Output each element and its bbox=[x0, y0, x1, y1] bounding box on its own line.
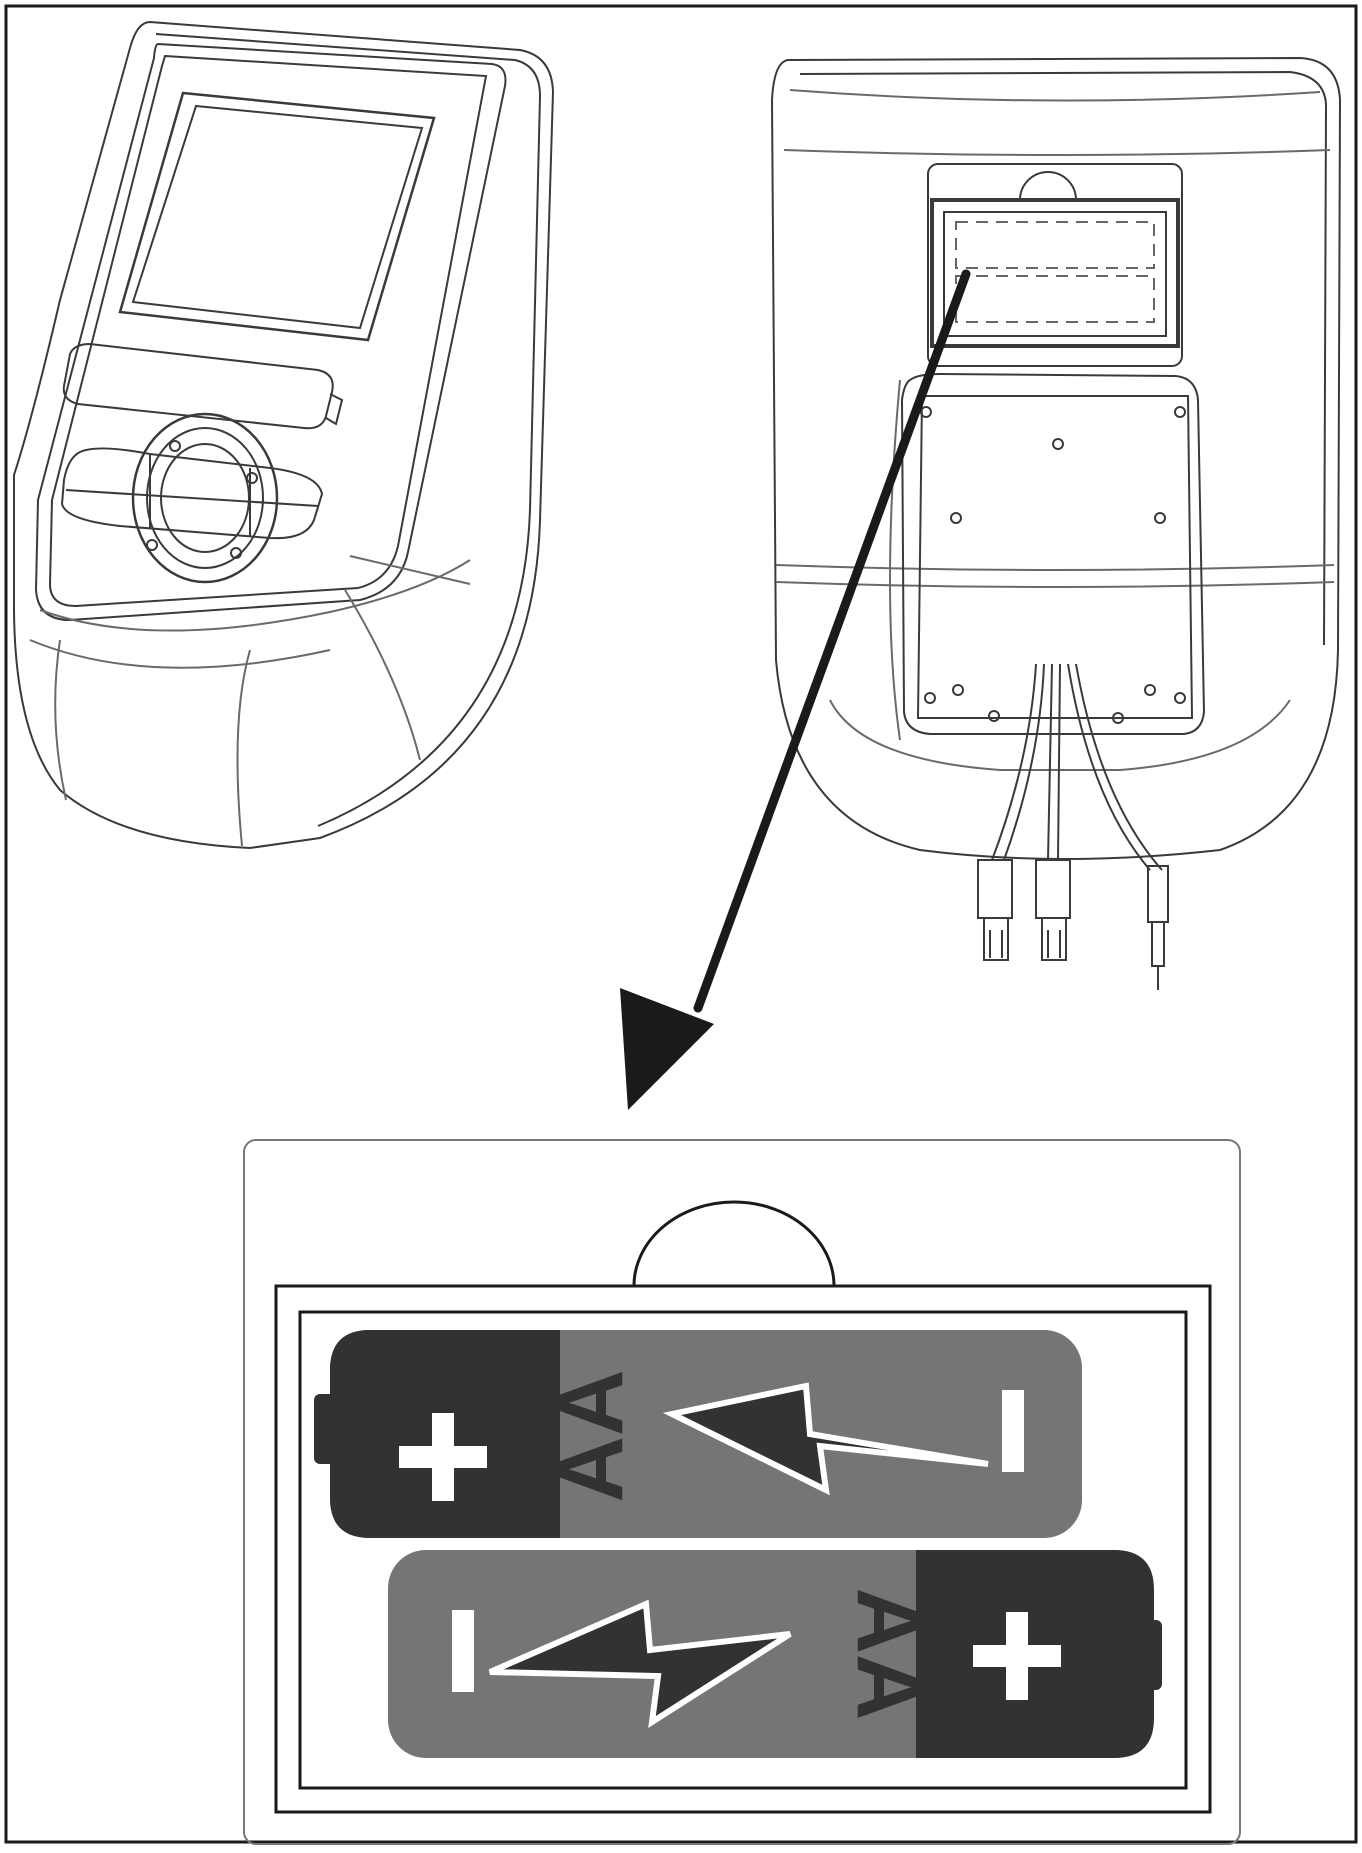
battery-2-label: AA bbox=[838, 1588, 940, 1721]
battery-1-label: AA bbox=[540, 1370, 642, 1503]
compartment-tab bbox=[632, 1200, 836, 1287]
minus-sign-icon bbox=[1002, 1390, 1024, 1472]
minus-sign-icon bbox=[452, 1610, 474, 1692]
console-front-icon bbox=[13, 20, 555, 850]
plus-sign-icon bbox=[399, 1413, 487, 1501]
detail-frame bbox=[243, 1139, 1241, 1845]
battery-2: AA bbox=[388, 1550, 1162, 1758]
arrow-down-left-icon bbox=[620, 269, 971, 1110]
compartment-inner bbox=[298, 1310, 1188, 1790]
lightning-bolt-icon bbox=[488, 1599, 792, 1728]
plus-sign-icon bbox=[973, 1612, 1061, 1700]
lightning-bolt-icon bbox=[662, 1382, 989, 1496]
compartment-outer bbox=[274, 1284, 1212, 1814]
battery-1: AA bbox=[314, 1330, 1082, 1538]
battery-detail-panel: AA AA bbox=[243, 1139, 1241, 1845]
console-back-icon bbox=[770, 56, 1342, 990]
